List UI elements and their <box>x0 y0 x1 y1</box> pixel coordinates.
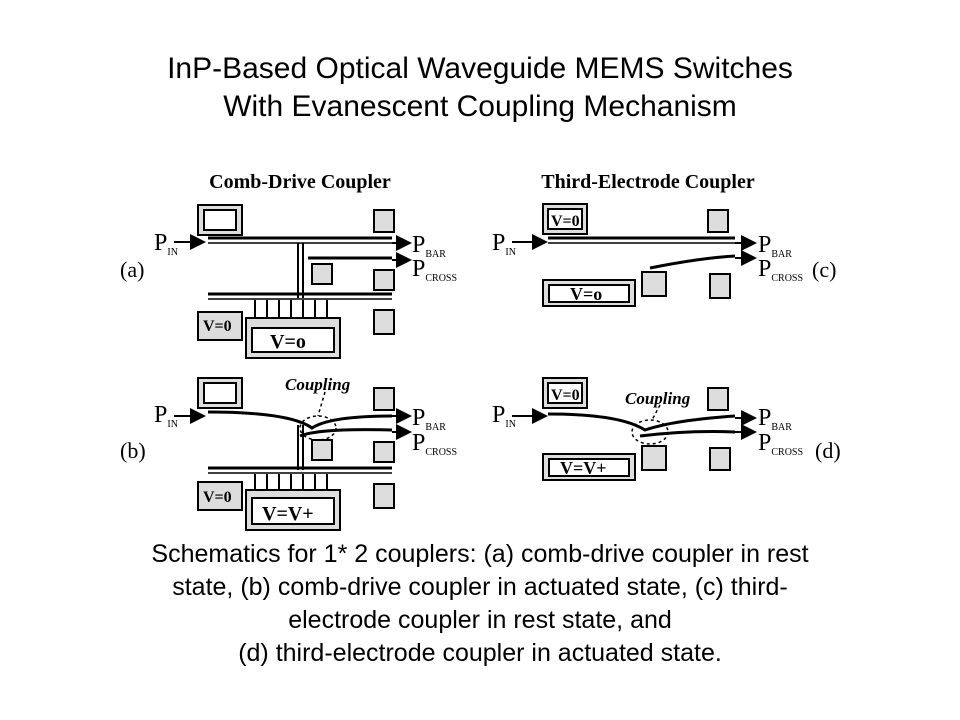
caption-line-1: Schematics for 1* 2 couplers: (a) comb-d… <box>151 540 809 568</box>
panel-d-v-plus: V=V+ <box>560 458 607 478</box>
panel-a-p-bar: PBAR <box>412 232 446 260</box>
panel-d-v0-small: V=0 <box>551 387 580 404</box>
panel-d-p-bar: PBAR <box>758 405 792 433</box>
caption-line-2: state, (b) comb-drive coupler in actuate… <box>172 573 788 601</box>
panel-c-p-in: PIN <box>492 230 516 258</box>
panel-c-label: (c) <box>812 257 836 282</box>
panel-d-p-cross: PCROSS <box>758 430 803 458</box>
panel-a-p-in: PIN <box>154 230 178 258</box>
panel-c-p-cross: PCROSS <box>758 256 803 284</box>
panel-a-v0-large: V=o <box>270 331 306 353</box>
heading-comb-drive: Comb-Drive Coupler <box>209 171 391 193</box>
panel-b-p-cross: PCROSS <box>412 430 457 458</box>
panel-b-v-plus: V=V+ <box>262 503 314 525</box>
panel-b-label: (b) <box>120 438 146 463</box>
panel-c-v0-large: V=o <box>570 284 602 304</box>
panel-c-diagram <box>512 203 757 307</box>
panel-a-diagram <box>174 204 412 359</box>
title-line-1: InP-Based Optical Waveguide MEMS Switche… <box>167 52 793 85</box>
caption-line-3: electrode coupler in rest state, and <box>288 606 672 634</box>
panel-b-p-bar: PBAR <box>412 405 446 433</box>
panel-d-diagram <box>512 377 757 481</box>
title-line-2: With Evanescent Coupling Mechanism <box>223 90 737 123</box>
panel-d-label: (d) <box>815 438 841 463</box>
panel-b-v0-small: V=0 <box>203 489 232 506</box>
panel-c-v0-small: V=0 <box>551 213 580 230</box>
figure-caption: Schematics for 1* 2 couplers: (a) comb-d… <box>0 538 960 670</box>
panel-d-p-in: PIN <box>492 402 516 430</box>
panel-b-coupling-label: Coupling <box>285 375 351 394</box>
slide-title: InP-Based Optical Waveguide MEMS Switche… <box>0 50 960 126</box>
panel-a-v0-small: V=0 <box>203 318 232 335</box>
panel-b-diagram <box>174 377 412 531</box>
panel-a-label: (a) <box>120 257 144 282</box>
heading-third-electrode: Third-Electrode Coupler <box>541 171 755 193</box>
panel-d-coupling-label: Coupling <box>625 389 691 408</box>
panel-c-p-bar: PBAR <box>758 232 792 260</box>
panel-b-p-in: PIN <box>154 402 178 430</box>
panel-a-p-cross: PCROSS <box>412 256 457 284</box>
caption-line-4: (d) third-electrode coupler in actuated … <box>238 639 722 667</box>
